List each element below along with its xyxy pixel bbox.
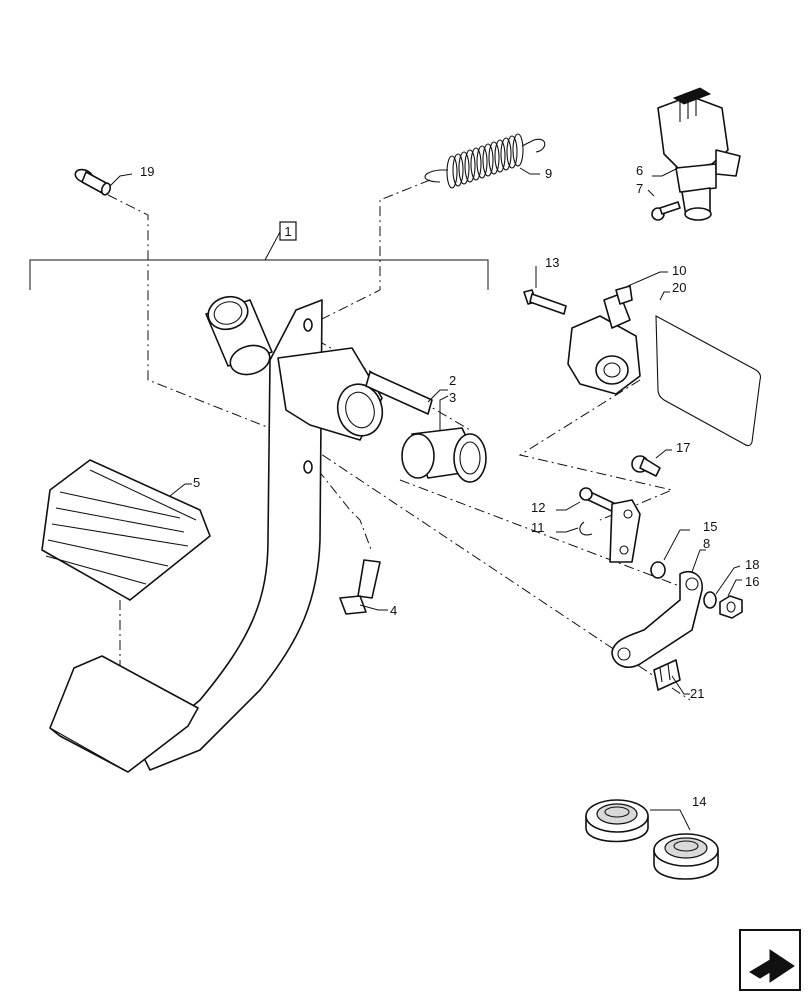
pedal-plate bbox=[49, 655, 199, 773]
callout-9: 9 bbox=[545, 166, 552, 181]
callout-13: 13 bbox=[545, 255, 559, 270]
spring-9: 9 bbox=[424, 133, 552, 189]
grommet-14b bbox=[653, 833, 719, 880]
assembly-callout-box bbox=[279, 221, 297, 241]
callout-4: 4 bbox=[390, 603, 397, 618]
bolt-13: 13 bbox=[523, 255, 567, 315]
callout-5: 5 bbox=[193, 475, 200, 490]
sheet-20: 20 bbox=[655, 280, 762, 447]
callout-15: 15 bbox=[703, 519, 717, 534]
callout-6: 6 bbox=[636, 163, 643, 178]
next-page-arrow-icon[interactable] bbox=[739, 929, 801, 991]
callout-10: 10 bbox=[672, 263, 686, 278]
bushing-3: 3 bbox=[401, 390, 487, 483]
assembly-bracket: 1 bbox=[29, 221, 489, 290]
bolt-4: 4 bbox=[339, 559, 397, 618]
clip-21: 21 bbox=[653, 659, 704, 701]
callout-7: 7 bbox=[636, 181, 643, 196]
rubber-pad-5: 5 bbox=[41, 459, 211, 601]
nut-16: 16 bbox=[719, 574, 759, 619]
screw-17: 17 bbox=[631, 440, 690, 477]
callout-19: 19 bbox=[140, 164, 154, 179]
assembly-lines bbox=[107, 179, 691, 701]
callout-8: 8 bbox=[703, 536, 710, 551]
callout-1: 1 bbox=[284, 224, 291, 239]
callout-18: 18 bbox=[745, 557, 759, 572]
callout-14: 14 bbox=[692, 794, 706, 809]
grommet-14-leader: 14 bbox=[650, 794, 706, 831]
callout-2: 2 bbox=[449, 373, 456, 388]
lever-12: 12 bbox=[531, 487, 641, 563]
pin-19: 19 bbox=[74, 164, 154, 196]
bushing-upper bbox=[205, 295, 273, 376]
grommet-14a bbox=[585, 799, 649, 843]
pedal-arm: 2 bbox=[139, 299, 456, 771]
callout-11: 11 bbox=[531, 520, 545, 535]
washer-15: 15 bbox=[650, 519, 717, 579]
callout-3: 3 bbox=[449, 390, 456, 405]
callout-21: 21 bbox=[690, 686, 704, 701]
clip-11: 11 bbox=[531, 520, 593, 536]
sensor-6: 6 bbox=[636, 87, 741, 221]
callout-17: 17 bbox=[676, 440, 690, 455]
callout-20: 20 bbox=[672, 280, 686, 295]
callout-16: 16 bbox=[745, 574, 759, 589]
link-8: 8 bbox=[611, 536, 710, 668]
position-sensor-10: 10 bbox=[567, 263, 686, 395]
washer-18: 18 bbox=[703, 557, 759, 609]
callout-12: 12 bbox=[531, 500, 545, 515]
screw-7: 7 bbox=[636, 181, 681, 221]
